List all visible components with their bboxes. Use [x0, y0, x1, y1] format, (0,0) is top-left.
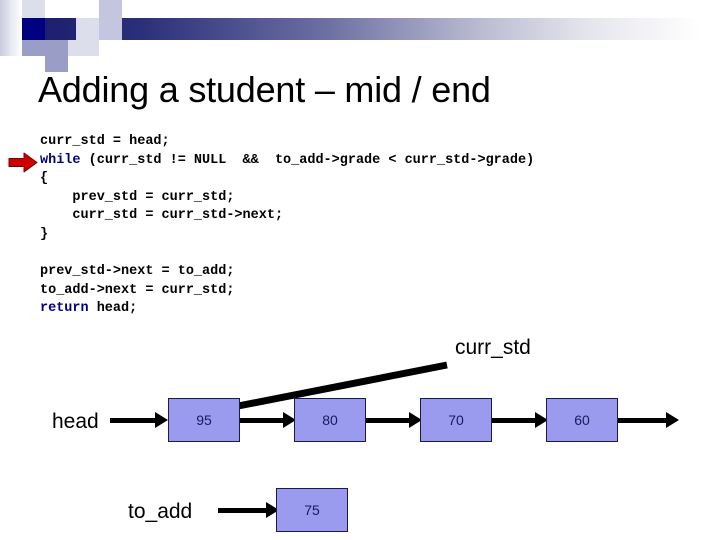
link-node-1-to-node-2: [240, 418, 283, 423]
link-node-2-to-node-3-arrowhead: [409, 412, 422, 428]
link-head-to-node-1: [110, 418, 155, 423]
code-text: {: [40, 171, 49, 187]
deco-square-light-b: [99, 18, 122, 40]
new-node: 75: [276, 488, 348, 532]
link-node-4-to-tail: [618, 418, 666, 423]
list-node: 95: [168, 398, 240, 442]
link-to-add-to-new-node-arrowhead: [266, 502, 279, 518]
code-text: (curr_std != NULL && to_add->grade < cur…: [80, 152, 535, 168]
slide-title: Adding a student – mid / end: [38, 69, 491, 110]
code-line: curr_std = curr_std->next;: [40, 207, 700, 226]
deco-square-mid-c: [45, 56, 68, 72]
code-line: }: [40, 226, 700, 245]
link-node-2-to-node-3: [366, 418, 409, 423]
linked-list-diagram: curr_std head 95 80 70 60 to_add 75: [0, 320, 720, 540]
link-head-to-node-1-arrowhead: [155, 412, 168, 428]
red-right-arrow-icon: [8, 152, 38, 173]
code-line: to_add->next = curr_std;: [40, 282, 700, 301]
deco-square-pale-c: [68, 40, 99, 56]
code-line: return head;: [40, 300, 700, 319]
code-line: prev_std = curr_std;: [40, 189, 700, 208]
code-keyword: return: [40, 301, 89, 317]
list-node: 70: [420, 398, 492, 442]
code-text: head;: [88, 301, 138, 317]
code-line: while (curr_std != NULL && to_add->grade…: [40, 152, 700, 171]
link-node-4-to-tail-arrowhead: [666, 412, 679, 428]
link-node-3-to-node-4-arrowhead: [535, 412, 548, 428]
deco-square-pale-a: [22, 0, 45, 18]
code-text: to_add->next = curr_std;: [40, 282, 235, 298]
code-text: prev_std->next = to_add;: [40, 264, 235, 280]
list-node: 80: [294, 398, 366, 442]
link-to-add-to-new-node: [218, 508, 266, 513]
code-line: [40, 245, 700, 264]
deco-square-pale-b: [76, 18, 99, 40]
deco-square-mid-b: [22, 40, 45, 56]
pointer-label-curr-std: curr_std: [455, 336, 531, 359]
link-node-3-to-node-4: [492, 418, 535, 423]
list-node: 60: [546, 398, 618, 442]
code-line: prev_std->next = to_add;: [40, 263, 700, 282]
deco-square-fade-left: [0, 0, 22, 56]
pointer-label-to-add: to_add: [128, 500, 193, 523]
code-keyword: while: [40, 152, 81, 168]
code-text: curr_std = head;: [40, 134, 170, 149]
code-text: }: [40, 226, 49, 242]
header-gradient-bar: [45, 18, 720, 40]
deco-square-mid-a: [45, 40, 68, 56]
code-line: curr_std = head;: [40, 133, 700, 152]
deco-square-navy: [22, 18, 45, 40]
code-block: curr_std = head; while (curr_std != NULL …: [40, 133, 700, 319]
code-line: {: [40, 170, 700, 189]
code-text: curr_std = curr_std->next;: [40, 208, 284, 224]
code-text: prev_std = curr_std;: [40, 189, 235, 205]
deco-square-light-a: [99, 0, 122, 18]
link-node-1-to-node-2-arrowhead: [283, 412, 296, 428]
pointer-label-head: head: [52, 410, 99, 433]
